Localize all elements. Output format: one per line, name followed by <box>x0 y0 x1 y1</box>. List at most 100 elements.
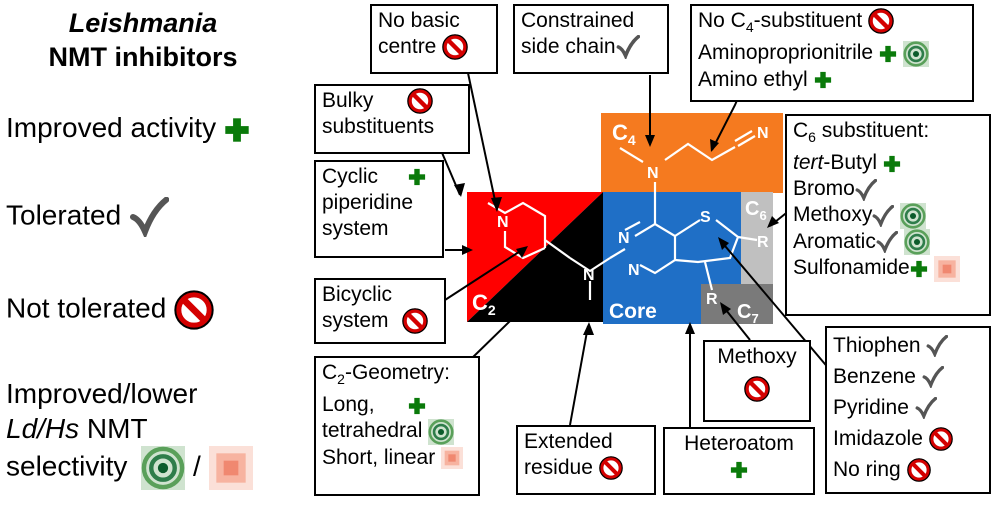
no-basic-line1: No basic <box>378 9 460 32</box>
legend-sel-italic: Ld/Hs <box>6 413 80 444</box>
plus-icon <box>879 45 897 63</box>
c2-heading: C2-Geometry: <box>322 361 450 388</box>
no-icon <box>744 376 770 402</box>
plus-icon <box>730 461 748 479</box>
no-icon <box>929 427 953 451</box>
box-extended-residue: Extended residue <box>516 425 656 495</box>
box-bulky-substituents: Bulky substituents <box>314 84 470 154</box>
cyclic-line3: system <box>322 217 389 240</box>
atom-n-pyr2: N <box>628 262 640 279</box>
label-c2: C2 <box>472 290 496 318</box>
region-c7 <box>701 284 773 324</box>
check-icon <box>855 179 877 201</box>
c6-aromatic: Aromatic <box>793 229 876 253</box>
legend-improved: Improved activity <box>6 112 250 144</box>
box-c6-substituent: C6 substituent: tert-Butyl Bromo Methoxy… <box>785 114 991 316</box>
target-icon <box>903 41 929 67</box>
legend-slash: / <box>192 450 201 482</box>
atom-n-pip: N <box>497 214 509 231</box>
ring-none: No ring <box>833 458 901 481</box>
c2-long: Long, <box>322 393 375 417</box>
bicyclic-line1: Bicyclic <box>322 283 393 306</box>
c4-amino-ethyl: Amino ethyl <box>698 67 808 91</box>
title-italic: Leishmania <box>68 8 218 38</box>
legend-tolerated-label: Tolerated <box>6 199 122 231</box>
box-heteroatom: Heteroatom <box>663 427 815 495</box>
no-icon <box>442 34 468 60</box>
legend-sel-rest: NMT <box>79 413 148 444</box>
atom-n-pyr1: N <box>618 230 630 247</box>
ring-pyridine: Pyridine <box>833 396 909 419</box>
box-c4-substituent: No C4-substituent Aminoproprionitrile Am… <box>690 4 974 102</box>
box-ring-options: Thiophen Benzene Pyridine Imidazole No r… <box>825 326 991 494</box>
constrained-line2: side chain <box>521 35 616 58</box>
legend-title: Leishmania NMT inhibitors <box>18 6 268 74</box>
extended-line1: Extended <box>524 430 613 453</box>
no-icon <box>599 456 623 480</box>
no-icon <box>907 458 931 482</box>
atom-r-c6: R <box>757 234 769 251</box>
pixel-blob-icon <box>934 256 960 282</box>
target-icon <box>904 229 930 255</box>
legend-sel-line1: Improved/lower <box>6 378 198 409</box>
region-c4 <box>601 113 783 193</box>
label-core: Core <box>609 300 657 323</box>
c6-sulfonamide: Sulfonamide <box>793 256 910 280</box>
check-icon <box>922 366 944 388</box>
label-c7: C7 <box>737 301 759 326</box>
heteroatom-label: Heteroatom <box>684 432 794 455</box>
legend-improved-label: Improved activity <box>6 112 217 143</box>
plus-icon <box>883 155 901 173</box>
c6-bromo: Bromo <box>793 177 855 201</box>
bulky-line2: substituents <box>322 115 435 139</box>
target-icon <box>428 419 454 445</box>
check-icon <box>915 397 937 419</box>
label-c6: C6 <box>745 198 767 223</box>
box-cyclic-piperidine: Cyclic piperidine system <box>314 160 444 258</box>
plus-icon <box>814 71 832 89</box>
box-constrained-side-chain: Constrained side chain <box>513 4 669 74</box>
target-icon <box>900 203 926 229</box>
label-c4: C4 <box>612 120 636 148</box>
region-c2-black <box>467 192 603 322</box>
bicyclic-line2: system <box>322 309 389 332</box>
bulky-line1: Bulky <box>322 89 374 112</box>
no-basic-line2: centre <box>378 35 437 58</box>
c6-tert: tert <box>793 151 824 175</box>
check-icon <box>926 335 948 357</box>
ring-benzene: Benzene <box>833 365 916 388</box>
c6-methoxy: Methoxy <box>793 203 873 227</box>
box-bicyclic-system: Bicyclic system <box>314 278 446 344</box>
legend-selectivity: Improved/lower Ld/Hs NMT selectivity / <box>6 376 253 490</box>
no-icon <box>407 88 433 114</box>
legend-not-tolerated-label: Not tolerated <box>6 292 167 324</box>
cyclic-line1: Cyclic <box>322 165 378 188</box>
c4-no-label: No C4-substituent <box>698 9 863 36</box>
atom-n-linker: N <box>583 267 595 284</box>
c6-butyl: -Butyl <box>823 151 878 175</box>
ring-imidazole: Imidazole <box>833 427 923 450</box>
no-icon <box>868 8 894 34</box>
legend-sel-line3: selectivity <box>6 450 128 482</box>
no-icon <box>402 308 428 334</box>
legend-not-tolerated: Not tolerated <box>6 290 214 330</box>
pixel-blob-icon <box>441 447 463 469</box>
methoxy-label: Methoxy <box>717 345 797 368</box>
plus-icon <box>910 260 928 278</box>
plus-icon <box>408 397 426 415</box>
box-no-basic-centre: No basic centre <box>370 4 498 74</box>
plus-icon <box>408 168 426 186</box>
c2-short: Short, linear <box>322 445 436 469</box>
atom-n-nitrile: N <box>757 125 769 142</box>
atom-s: S <box>700 209 711 226</box>
cyclic-line2: piperidine <box>322 191 414 214</box>
atom-r-c7: R <box>706 291 718 308</box>
ring-thiophen: Thiophen <box>833 334 921 357</box>
check-icon <box>616 35 640 59</box>
legend-tolerated: Tolerated <box>6 197 169 237</box>
c2-tetrahedral: tetrahedral <box>322 419 423 443</box>
atom-n-c4: N <box>647 165 659 182</box>
c6-heading: C6 substituent: <box>793 119 930 146</box>
constrained-line1: Constrained <box>521 9 635 32</box>
